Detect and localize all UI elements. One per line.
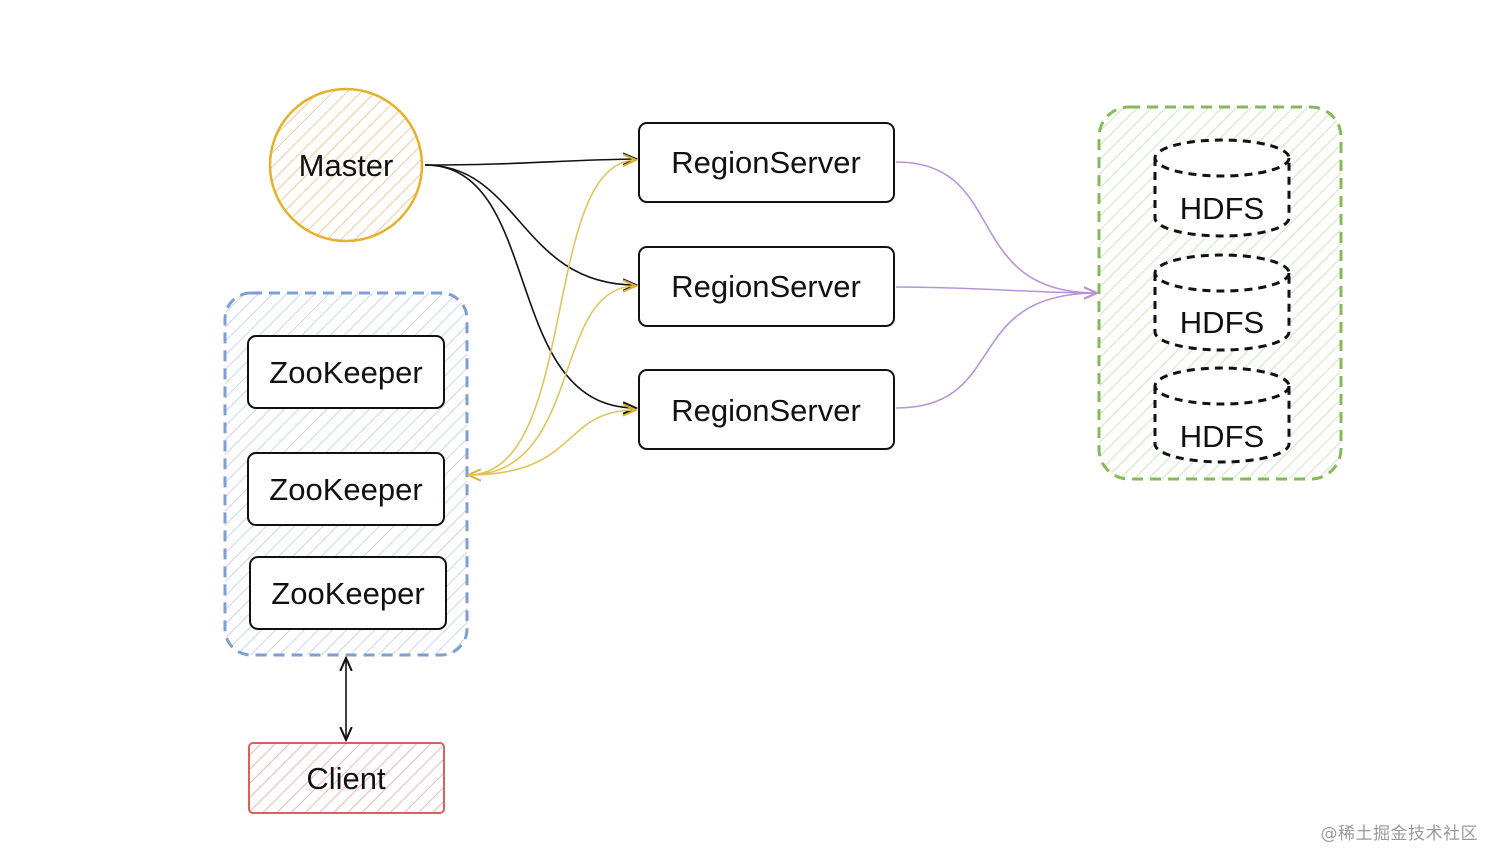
hdfs-label: HDFS bbox=[1180, 191, 1264, 226]
edge-regionserver-1-hdfs bbox=[895, 161, 1097, 293]
regionserver-node-1[interactable]: RegionServer bbox=[638, 122, 895, 203]
zookeeper-edges bbox=[468, 160, 636, 475]
client-node[interactable]: Client bbox=[248, 742, 445, 814]
regionserver-label: RegionServer bbox=[671, 393, 861, 428]
edge-master-regionserver-1 bbox=[424, 159, 636, 165]
edge-regionserver-3-hdfs bbox=[895, 293, 1097, 409]
zookeeper-label: ZooKeeper bbox=[271, 576, 424, 611]
zookeeper-label: ZooKeeper bbox=[269, 472, 422, 507]
watermark-text: @稀土掘金技术社区 bbox=[1320, 824, 1478, 844]
master-label: Master bbox=[299, 148, 394, 183]
hdfs-node-3[interactable]: HDFS bbox=[1153, 366, 1291, 464]
regionserver-node-2[interactable]: RegionServer bbox=[638, 246, 895, 327]
hdfs-node-2[interactable]: HDFS bbox=[1153, 253, 1291, 352]
hdfs-label: HDFS bbox=[1180, 305, 1264, 340]
edge-master-regionserver-2 bbox=[424, 164, 636, 285]
zookeeper-node-1[interactable]: ZooKeeper bbox=[247, 335, 445, 409]
regionserver-label: RegionServer bbox=[671, 145, 861, 180]
master-node[interactable]: Master bbox=[268, 87, 424, 243]
hdfs-edges bbox=[895, 161, 1097, 409]
edge-zookeeper-regionserver-3 bbox=[467, 410, 636, 476]
edge-zookeeper-regionserver-2 bbox=[467, 286, 636, 476]
zookeeper-label: ZooKeeper bbox=[269, 355, 422, 390]
zookeeper-node-3[interactable]: ZooKeeper bbox=[249, 556, 447, 630]
regionserver-node-3[interactable]: RegionServer bbox=[638, 369, 895, 450]
edge-regionserver-2-hdfs bbox=[895, 286, 1097, 293]
edge-zookeeper-regionserver-1 bbox=[468, 160, 636, 475]
client-label: Client bbox=[306, 761, 386, 796]
regionserver-label: RegionServer bbox=[671, 269, 861, 304]
hdfs-node-1[interactable]: HDFS bbox=[1153, 138, 1291, 238]
zookeeper-node-2[interactable]: ZooKeeper bbox=[247, 452, 445, 526]
hdfs-label: HDFS bbox=[1180, 419, 1264, 454]
